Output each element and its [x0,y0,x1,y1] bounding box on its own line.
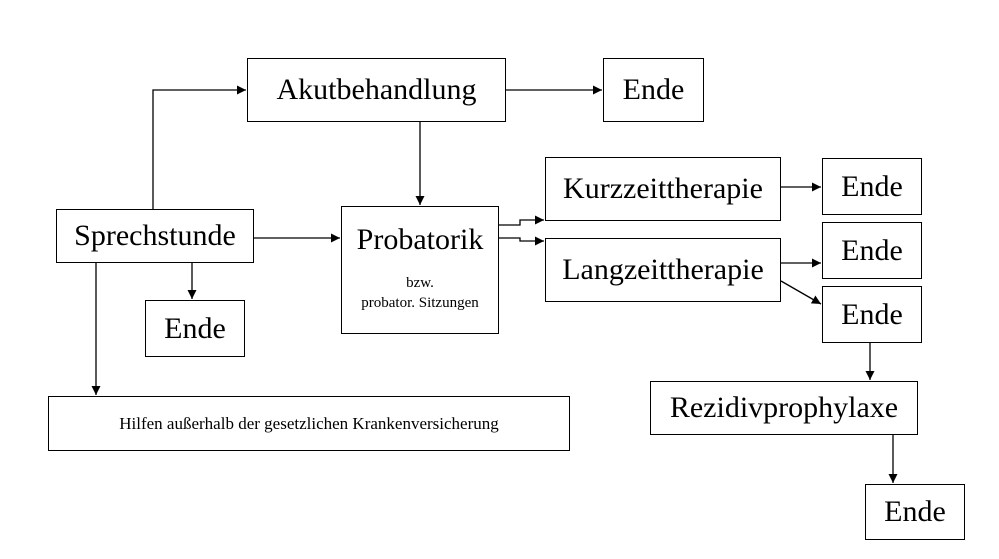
node-akutbehandlung: Akutbehandlung [247,58,506,122]
node-probatorik-subtitle: bzw. probator. Sitzungen [361,273,478,313]
node-ende-akutbehandlung-label: Ende [622,73,685,106]
node-hilfen: Hilfen außerhalb der gesetzlichen Kranke… [48,396,570,451]
node-rezidivprophylaxe: Rezidivprophylaxe [650,381,918,435]
node-ende-akutbehandlung: Ende [603,58,704,122]
node-probatorik-subtitle-line2: probator. Sitzungen [361,295,479,311]
node-ende-kurzzeittherapie: Ende [822,158,922,215]
node-langzeittherapie-label: Langzeittherapie [562,253,764,286]
node-ende-langzeittherapie-1: Ende [822,222,922,279]
edge-probatorik-kurzzeittherapie [499,215,544,226]
node-ende-kurzzeittherapie-label: Ende [841,169,903,203]
node-kurzzeittherapie-label: Kurzzeittherapie [563,172,763,205]
edge-langzeittherapie-ende-2 [780,280,822,305]
node-ende-sprechstunde-label: Ende [164,311,226,345]
node-rezidivprophylaxe-label: Rezidivprophylaxe [669,391,899,424]
node-akutbehandlung-label: Akutbehandlung [276,73,477,106]
node-ende-sprechstunde: Ende [145,300,245,357]
node-sprechstunde-label: Sprechstunde [74,219,236,252]
node-ende-langzeittherapie-1-label: Ende [841,233,903,267]
node-langzeittherapie: Langzeittherapie [545,238,781,302]
node-kurzzeittherapie: Kurzzeittherapie [545,157,781,221]
node-probatorik: Probatorik bzw. probator. Sitzungen [341,206,499,334]
edge-sprechstunde-akutbehandlung [152,85,246,209]
node-probatorik-subtitle-line1: bzw. [406,275,434,291]
node-ende-langzeittherapie-2-label: Ende [841,297,903,331]
node-ende-rezidivprophylaxe: Ende [865,484,965,540]
node-sprechstunde: Sprechstunde [56,209,254,263]
node-probatorik-label: Probatorik [356,223,484,256]
edge-probatorik-langzeittherapie [499,236,544,246]
node-hilfen-label: Hilfen außerhalb der gesetzlichen Kranke… [119,413,499,433]
node-ende-rezidivprophylaxe-label: Ende [884,495,946,528]
node-ende-langzeittherapie-2: Ende [822,286,922,343]
